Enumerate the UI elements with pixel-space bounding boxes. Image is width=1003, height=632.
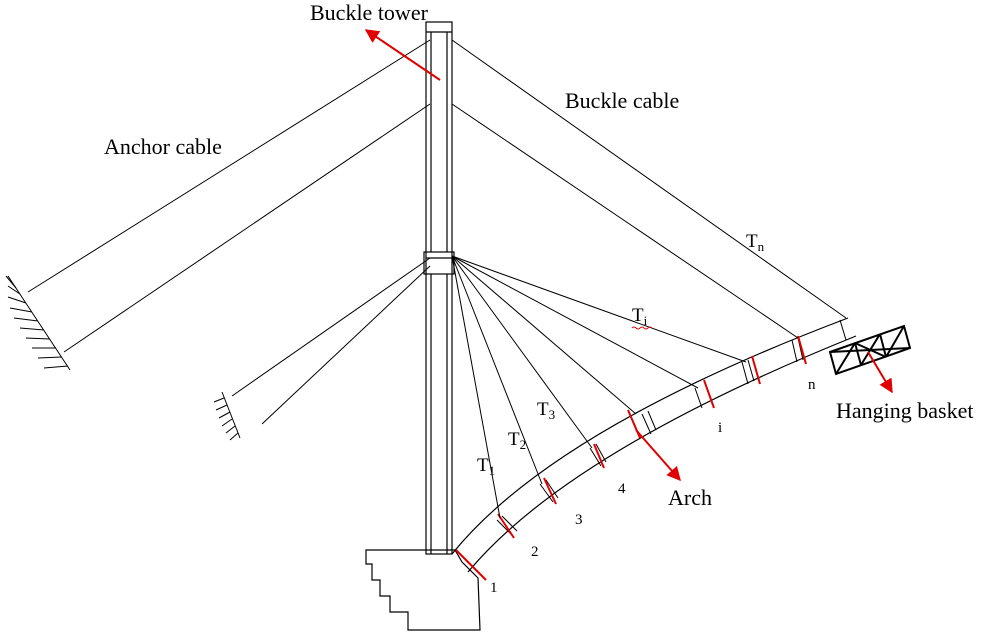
tension-label-t3: T3 [537, 399, 555, 422]
segment-number-4: 4 [618, 481, 626, 497]
hanging-basket [828, 324, 912, 376]
buckle-tower-pointer-arrow [364, 29, 441, 81]
segment-number-n: n [808, 377, 816, 393]
tension-label-ti: Ti [632, 305, 648, 328]
segment-number-i: i [718, 420, 722, 436]
tension-label-tn: Tn [746, 231, 765, 254]
buckle-cables-upper [451, 39, 847, 339]
arch-pointer-arrow [635, 429, 681, 482]
arch-label: Arch [668, 485, 712, 510]
hanging-basket-label: Hanging basket [836, 398, 973, 423]
basket-pointer-arrow [867, 351, 893, 394]
buckle-cable-label: Buckle cable [565, 88, 679, 113]
segment-number-3: 3 [575, 512, 583, 528]
segment-number-2: 2 [531, 544, 539, 560]
buckle-tower [423, 21, 455, 555]
arch [451, 317, 857, 573]
ground-anchor-small [213, 391, 241, 441]
buckle-cables-fan [451, 255, 747, 519]
abutment-foundation [365, 549, 481, 631]
tension-label-t2: T2 [508, 429, 526, 452]
segment-number-1: 1 [490, 580, 498, 596]
anchor-cable-label: Anchor cable [104, 134, 222, 159]
tension-label-t1: T1 [477, 455, 495, 478]
anchor-cables [27, 39, 431, 425]
ground-anchor-large [5, 275, 71, 371]
buckle-tower-label: Buckle tower [310, 0, 429, 25]
ti-spellcheck-squiggle [631, 326, 653, 330]
red-section-marks [455, 335, 807, 581]
